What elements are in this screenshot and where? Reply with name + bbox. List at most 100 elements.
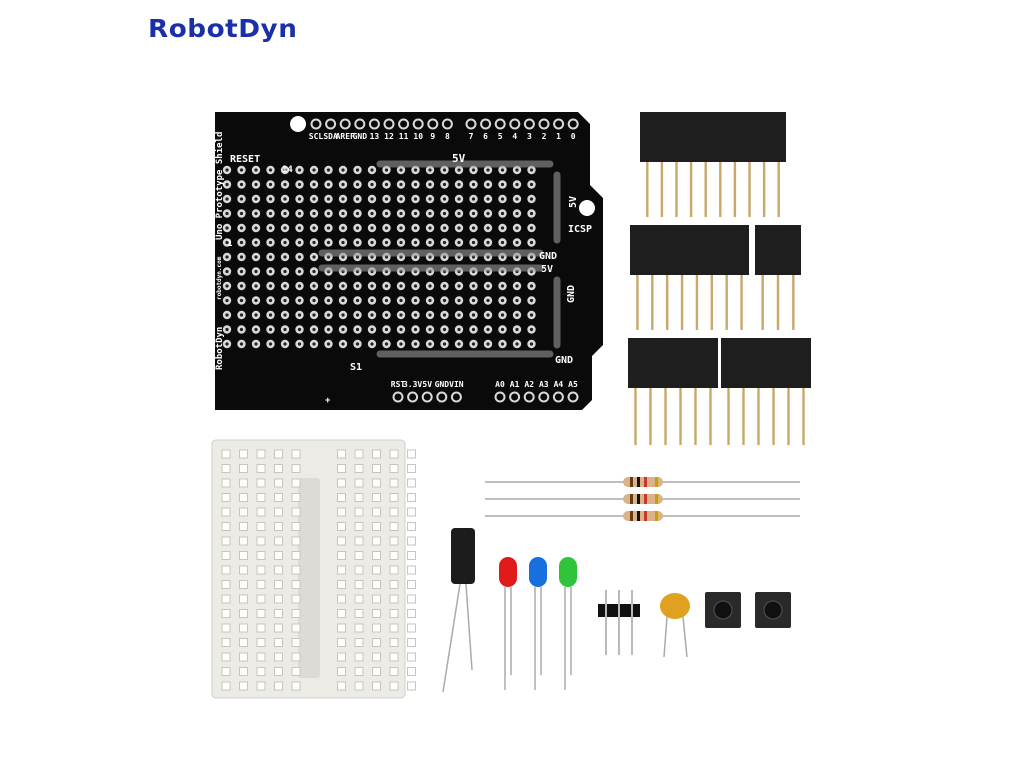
rail-label-right-gnd: GND <box>566 285 577 303</box>
breadboard-hole <box>407 667 416 676</box>
proto-hole-center <box>384 240 389 245</box>
proto-hole-center <box>312 327 316 332</box>
breadboard-hole <box>291 478 301 488</box>
digital-pin-label: 2 <box>542 132 547 141</box>
proto-hole-center <box>384 342 389 346</box>
breadboard-hole <box>291 507 301 517</box>
breadboard-hole <box>221 609 231 618</box>
proto-hole-center <box>457 211 461 216</box>
breadboard-hole <box>291 594 301 604</box>
capacitor-lead <box>465 583 473 671</box>
proto-hole-center <box>442 240 447 245</box>
breadboard-hole <box>407 507 416 517</box>
proto-hole-center <box>254 226 258 230</box>
breadboard-hole <box>291 565 301 575</box>
header-body <box>755 225 801 275</box>
breadboard-hole <box>354 449 364 459</box>
breadboard-hole <box>239 623 248 633</box>
ceramic-capacitor <box>660 593 690 619</box>
header-body <box>630 225 749 275</box>
breadboard-hole <box>239 493 248 502</box>
breadboard-hole <box>221 449 231 459</box>
proto-hole-center <box>500 313 505 317</box>
reset-label: RESET <box>230 154 260 165</box>
breadboard-hole <box>354 507 364 517</box>
rail-label-mid-gnd: GND <box>539 251 557 262</box>
breadboard-hole <box>389 551 399 560</box>
proto-hole-center <box>457 327 461 332</box>
proto-hole-center <box>268 284 273 288</box>
proto-hole-center <box>486 226 490 230</box>
digital-pin-label: AREF <box>336 132 355 141</box>
proto-hole-center <box>413 313 418 317</box>
proto-hole-center <box>225 240 229 245</box>
header-body <box>640 112 786 162</box>
breadboard-hole <box>291 522 301 531</box>
breadboard-hole <box>221 580 231 589</box>
breadboard-hole <box>274 594 283 604</box>
header-pin <box>680 275 684 330</box>
analog-pin-label: A1 <box>510 380 520 389</box>
proto-hole-center <box>355 284 360 288</box>
proto-hole-center <box>413 226 418 230</box>
proto-hole-center <box>341 168 345 172</box>
proto-hole-center <box>399 342 403 346</box>
digital-pin-label: SDA <box>323 132 338 141</box>
breadboard-hole <box>354 493 364 502</box>
proto-hole-center <box>268 182 273 187</box>
proto-hole-center <box>254 240 258 245</box>
digital-pin-label: 8 <box>445 132 450 141</box>
breadboard-hole <box>291 609 301 618</box>
proto-hole-center <box>515 284 519 288</box>
breadboard-hole <box>372 449 381 459</box>
proto-hole-center <box>355 211 360 216</box>
proto-hole-center <box>471 226 476 230</box>
breadboard-center-channel <box>298 478 320 678</box>
ic-pin-14-label: 14 <box>282 165 293 175</box>
proto-hole-center <box>239 327 244 332</box>
header-pad <box>398 118 410 130</box>
proto-hole-center <box>428 182 432 187</box>
rail-label-mid-5v: 5V <box>541 264 553 275</box>
breadboard-hole <box>372 638 381 647</box>
proto-hole-center <box>457 298 461 303</box>
proto-hole-center <box>428 342 432 346</box>
proto-hole-center <box>341 298 345 303</box>
breadboard-hole <box>256 594 266 604</box>
electrolytic-capacitor <box>451 528 475 584</box>
breadboard-hole <box>274 565 283 575</box>
proto-hole-center <box>312 182 316 187</box>
header-pin <box>742 388 745 445</box>
proto-hole-center <box>268 197 273 201</box>
breadboard-hole <box>239 522 248 531</box>
proto-hole-center <box>500 240 505 245</box>
header-pad <box>427 118 439 130</box>
breadboard-hole <box>239 609 248 618</box>
breadboard-hole <box>221 507 231 517</box>
proto-hole-center <box>529 327 534 332</box>
led <box>499 557 517 587</box>
breadboard-hole <box>372 623 381 633</box>
breadboard-hole <box>407 478 416 488</box>
breadboard-hole <box>239 594 248 604</box>
proto-hole-center <box>312 226 316 230</box>
mini-breadboard <box>211 439 416 699</box>
proto-hole-center <box>413 284 418 288</box>
plus-label: + <box>325 396 331 406</box>
proto-hole-center <box>384 182 389 187</box>
breadboard-hole <box>354 609 364 618</box>
proto-hole-center <box>399 284 403 288</box>
proto-hole-center <box>225 284 229 288</box>
proto-hole-center <box>312 211 316 216</box>
breadboard-hole <box>354 594 364 604</box>
proto-hole-center <box>239 298 244 303</box>
breadboard-hole <box>354 464 364 473</box>
header-pin <box>649 388 652 445</box>
breadboard-hole <box>407 609 416 618</box>
resistor-band <box>630 477 633 487</box>
breadboard-hole <box>239 681 248 691</box>
proto-hole-center <box>384 197 389 201</box>
proto-hole-center <box>239 313 244 317</box>
breadboard-hole <box>372 464 381 473</box>
breadboard-hole <box>256 478 266 488</box>
